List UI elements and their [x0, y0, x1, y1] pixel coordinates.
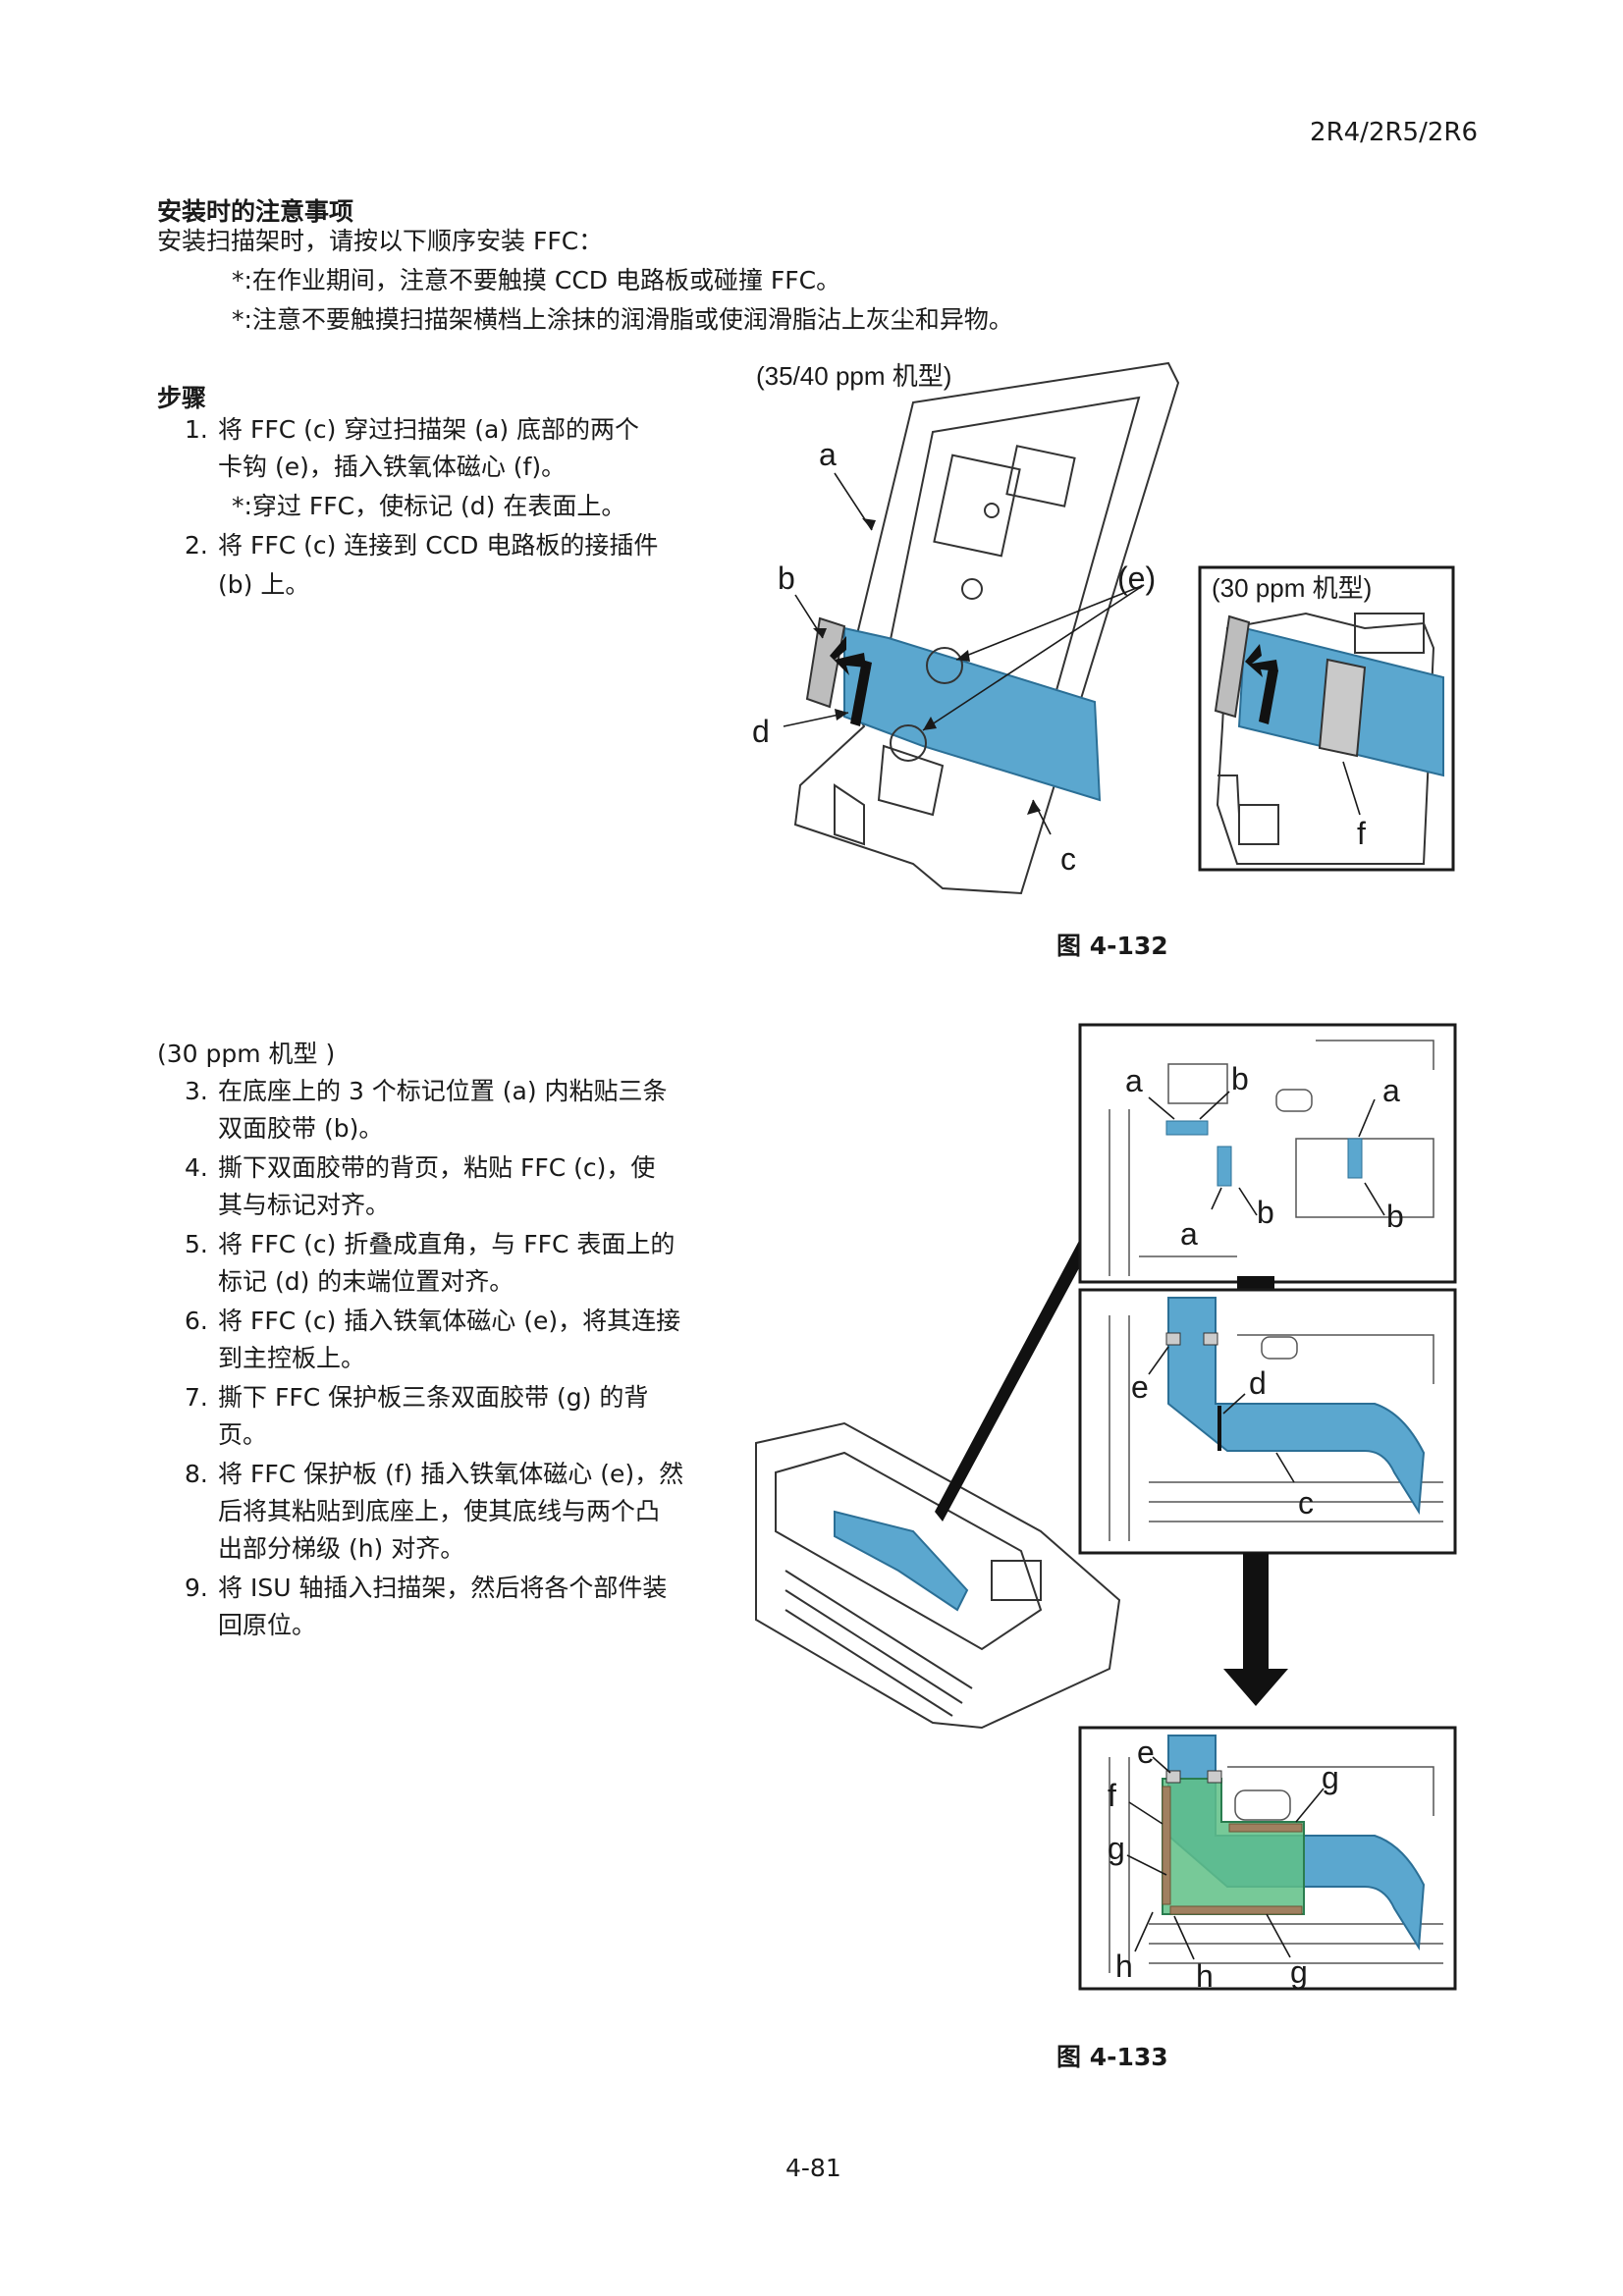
p3-label-h2: h [1196, 1958, 1214, 1994]
p1-label-a3: a [1180, 1216, 1198, 1252]
p1-label-b3: b [1386, 1199, 1404, 1234]
step-1-line-1: 将 FFC (c) 穿过扫描架 (a) 底部的两个 [218, 415, 640, 444]
step-3-number: 3. [185, 1077, 208, 1105]
step-7-line-1: 撕下 FFC 保护板三条双面胶带 (g) 的背 [218, 1383, 649, 1412]
panel-1-leaders [1148, 1091, 1385, 1216]
fig1-model-main: (35/40 ppm 机型) [756, 361, 951, 391]
p2-label-d: d [1249, 1365, 1267, 1401]
panel-2-leaders [1148, 1346, 1295, 1483]
p2-ferrite-e-right [1203, 1332, 1218, 1346]
tape-g-bottom [1169, 1905, 1303, 1915]
p3-label-g3: g [1290, 1954, 1308, 1990]
section-intro: 安装扫描架时，请按以下顺序安装 FFC： [157, 227, 604, 255]
step-9-line-2: 回原位。 [218, 1611, 317, 1639]
p3-label-g2: g [1322, 1760, 1339, 1795]
step-4-number: 4. [185, 1153, 208, 1182]
tape-g-top [1228, 1823, 1303, 1833]
step-7-number: 7. [185, 1383, 208, 1412]
panel-3-leaders [1126, 1756, 1325, 1960]
panel-1-box [1078, 1023, 1457, 1284]
arrow-down-2 [1223, 1553, 1288, 1706]
p3-ferrite-e-right [1207, 1770, 1222, 1784]
note-2: *:注意不要触摸扫描架横档上涂抹的润滑脂或使润滑脂沾上灰尘和异物。 [232, 305, 1013, 334]
tape-b-2 [1217, 1146, 1232, 1187]
panel-2-structure [1109, 1315, 1443, 1541]
inset-connector [1214, 614, 1251, 719]
step-3-line-1: 在底座上的 3 个标记位置 (a) 内粘贴三条 [218, 1077, 668, 1105]
step-5-number: 5. [185, 1230, 208, 1258]
hook-e-2 [890, 724, 927, 762]
inset-ferrite-core-f [1318, 658, 1367, 758]
fig1-label-d: d [752, 714, 770, 749]
step-5-line-2: 标记 (d) 的末端位置对齐。 [218, 1267, 514, 1296]
step-4-line-1: 撕下双面胶带的背页，粘贴 FFC (c)，使 [218, 1153, 656, 1182]
figure-4-133-caption: 图 4-133 [1056, 2043, 1168, 2071]
callout-wedge [935, 1239, 1080, 1522]
header-model: 2R4/2R5/2R6 [1310, 118, 1478, 147]
hook-e-1 [926, 647, 963, 684]
tape-b-1 [1165, 1120, 1209, 1136]
p3-label-g1: g [1108, 1831, 1125, 1866]
step-1-number: 1. [185, 415, 208, 444]
p3-label-e: e [1137, 1735, 1155, 1770]
step-6-line-1: 将 FFC (c) 插入铁氧体磁心 (e)，将其连接 [218, 1307, 681, 1335]
p2-ffc [1167, 1297, 1426, 1516]
p1-label-b2: b [1257, 1195, 1274, 1230]
step-4-line-2: 其与标记对齐。 [218, 1191, 391, 1219]
connector-b [805, 616, 846, 709]
fig1-label-e: (e) [1117, 561, 1156, 596]
step-3-line-2: 双面胶带 (b)。 [218, 1114, 384, 1143]
step-6-line-2: 到主控板上。 [218, 1344, 366, 1372]
p2-label-c: c [1298, 1485, 1314, 1521]
p3-ferrite-e-left [1165, 1770, 1181, 1784]
ffc-cable-main [843, 626, 1102, 802]
tape-g-left [1162, 1786, 1171, 1905]
fig1-label-a: a [819, 437, 837, 472]
step-1-line-2: 卡钩 (e)，插入铁氧体磁心 (f)。 [218, 453, 567, 481]
overview-ffc [834, 1510, 969, 1612]
step-7-line-2: 页。 [218, 1420, 268, 1449]
p1-label-a1: a [1125, 1063, 1143, 1098]
fig1-label-b: b [778, 561, 795, 596]
step-1-note: *:穿过 FFC，使标记 (d) 在表面上。 [232, 492, 626, 520]
step-2-line-2: (b) 上。 [218, 570, 310, 599]
step-2-number: 2. [185, 531, 208, 560]
fig1-model-inset: (30 ppm 机型) [1212, 573, 1372, 603]
model-30ppm-label: (30 ppm 机型 ) [157, 1040, 336, 1068]
step-8-line-1: 将 FFC 保护板 (f) 插入铁氧体磁心 (e)，然 [218, 1460, 684, 1488]
p1-label-b1: b [1231, 1061, 1249, 1096]
panel-3-structure [1109, 1757, 1443, 1973]
figure-4-132-caption: 图 4-132 [1056, 932, 1168, 960]
p3-label-f: f [1108, 1778, 1116, 1813]
section-title: 安装时的注意事项 [157, 197, 354, 226]
procedure-title: 步骤 [157, 384, 207, 412]
note-1: *:在作业期间，注意不要触摸 CCD 电路板或碰撞 FFC。 [232, 266, 841, 294]
step-5-line-1: 将 FFC (c) 折叠成直角，与 FFC 表面上的 [218, 1230, 676, 1258]
step-9-number: 9. [185, 1574, 208, 1602]
fig1-label-f: f [1357, 816, 1366, 851]
step-8-number: 8. [185, 1460, 208, 1488]
step-8-line-2: 后将其粘贴到底座上，使其底线与两个凸 [218, 1497, 661, 1525]
step-9-line-1: 将 ISU 轴插入扫描架，然后将各个部件装 [218, 1574, 668, 1602]
p2-label-e: e [1131, 1369, 1149, 1405]
step-8-line-3: 出部分梯级 (h) 对齐。 [218, 1534, 465, 1563]
panel-1-structure [1109, 1040, 1434, 1276]
step-2-line-1: 将 FFC (c) 连接到 CCD 电路板的接插件 [218, 531, 659, 560]
mark-d [850, 660, 872, 726]
p1-label-a2: a [1382, 1073, 1400, 1108]
insert-arrow [830, 636, 866, 675]
tape-b-3 [1347, 1138, 1363, 1179]
step-6-number: 6. [185, 1307, 208, 1335]
p3-label-h1: h [1115, 1949, 1133, 1984]
fig1-label-c: c [1060, 841, 1076, 877]
page-number: 4-81 [785, 2154, 841, 2182]
p2-ferrite-e-left [1165, 1332, 1181, 1346]
